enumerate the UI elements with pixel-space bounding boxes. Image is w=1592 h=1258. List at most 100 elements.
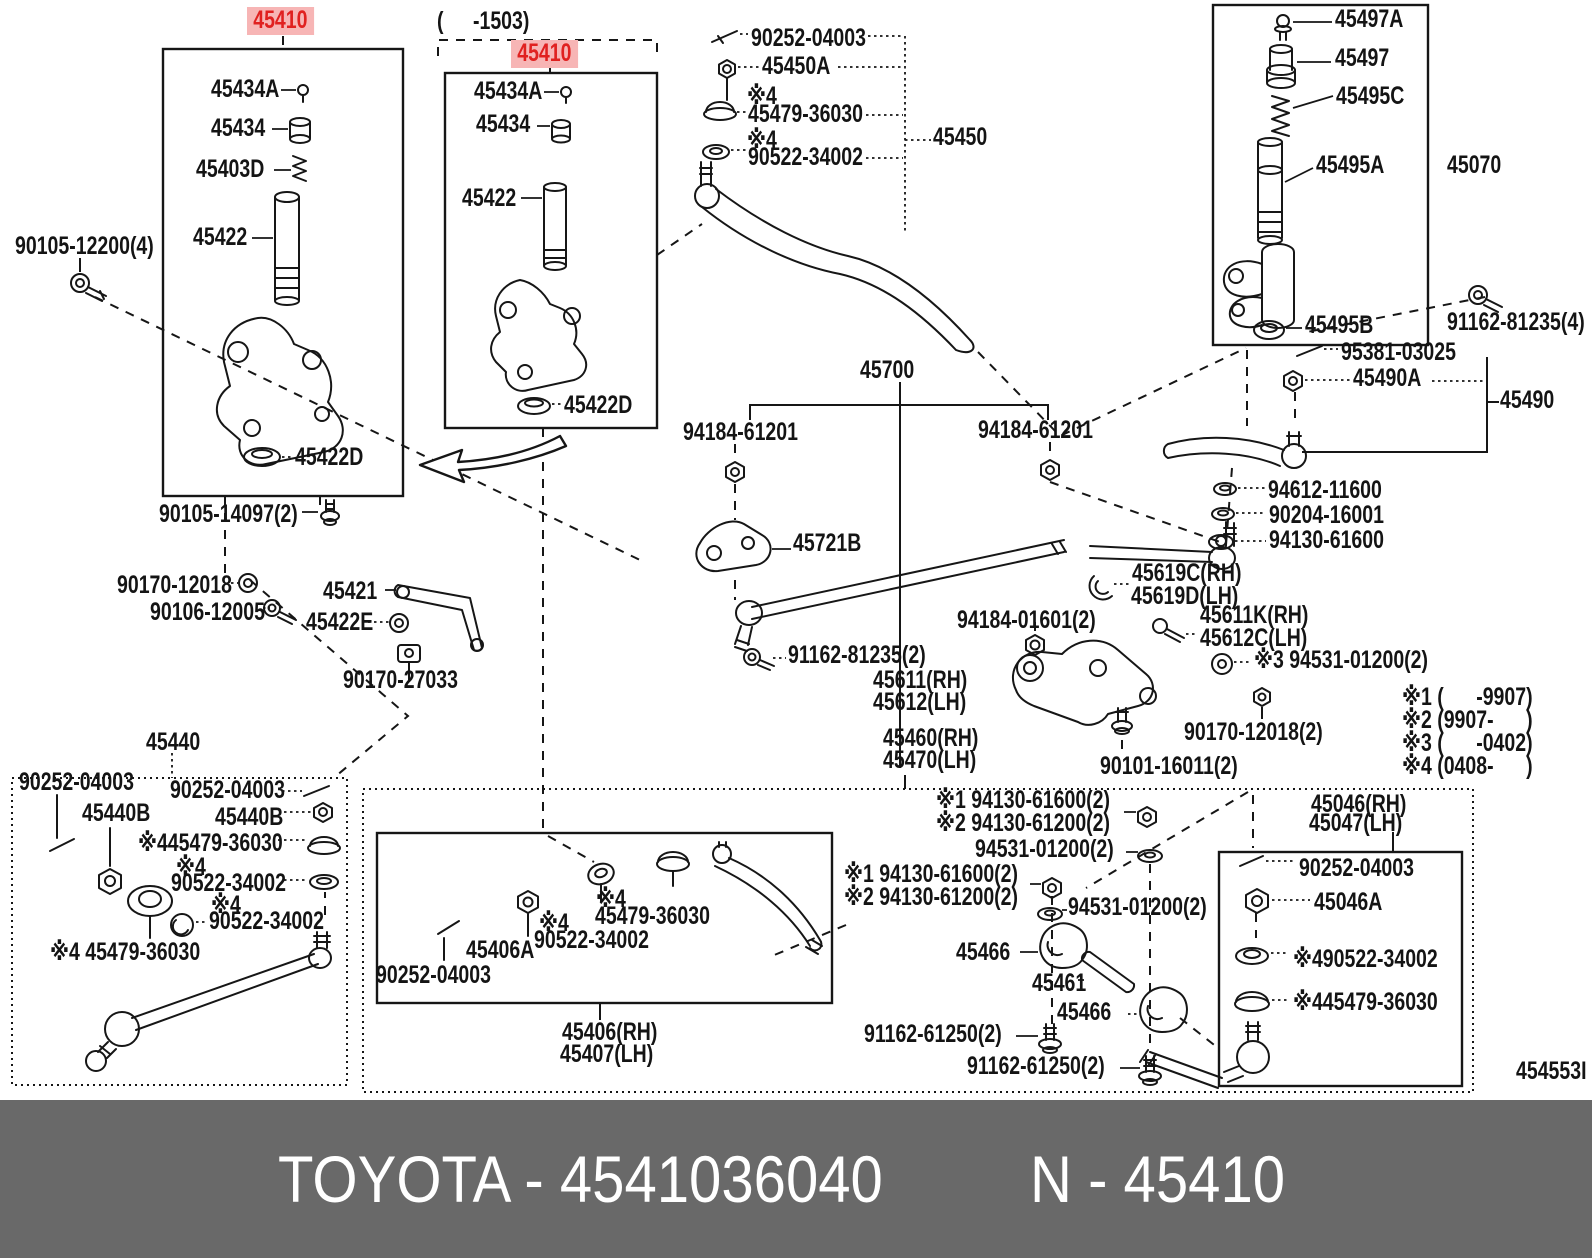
tie-rod-45440-group — [49, 785, 341, 1072]
part-label-45406a: 45406A — [466, 936, 535, 964]
part-label-1503: -1503) — [473, 7, 530, 35]
part-label-94612-11600: 94612-11600 — [1268, 476, 1382, 504]
part-label-90106-12005: 90106-12005 — [150, 598, 265, 626]
pitman-arm-45490 — [1162, 345, 1323, 469]
part-label-2-94130-61200-2: ※2 94130-61200(2) — [936, 809, 1111, 837]
part-label-490522-34002: ※490522-34002 — [1293, 945, 1438, 973]
part-label-91162-81235-2: 91162-81235(2) — [788, 641, 926, 669]
part-label-2-94130-61200-2: ※2 94130-61200(2) — [844, 883, 1019, 911]
part-label-45434: 45434 — [211, 114, 266, 142]
part-label-45406-rh: 45406(RH) — [562, 1018, 658, 1046]
washer-45422E — [389, 613, 409, 633]
part-label-45046-rh: 45046(RH) — [1311, 790, 1407, 818]
part-label-45700: 45700 — [860, 356, 915, 384]
part-label-45440b: 45440B — [82, 799, 151, 827]
part-label-4-0408: ※4 (0408- ) — [1402, 752, 1533, 780]
part-label-45440: 45440 — [146, 728, 201, 756]
bolt-91162-81235-4 — [1468, 285, 1503, 313]
part-label-90170-27033: 90170-27033 — [343, 666, 458, 694]
part-label-90522-34002: 90522-34002 — [171, 869, 286, 897]
part-label-91162-61250-2: 91162-61250(2) — [967, 1052, 1105, 1080]
part-label-91162-81235-4: 91162-81235(4) — [1447, 308, 1585, 336]
part-label-45466: 45466 — [1057, 998, 1112, 1026]
part-label-45619c-rh: 45619C(RH) — [1132, 559, 1242, 587]
part-label-90105-14097-2: 90105-14097(2) — [159, 500, 298, 528]
relay-rod-45406-group — [437, 841, 823, 961]
tie-rod-end-box — [1217, 850, 1464, 1088]
part-label-45466: 45466 — [956, 938, 1011, 966]
part-label-445479-36030: ※445479-36030 — [138, 829, 283, 857]
part-label-45497a: 45497A — [1335, 5, 1404, 33]
part-label-45721b: 45721B — [793, 529, 862, 557]
part-label-94184-61201: 94184-61201 — [683, 418, 798, 446]
part-label-45422d: 45422D — [564, 391, 633, 419]
part-label-: ( — [437, 7, 444, 35]
part-label-45434a: 45434A — [211, 75, 280, 103]
part-label-4: ※4 — [747, 82, 777, 110]
knuckle-box-main — [161, 47, 405, 498]
part-label-94531-01200-2: 94531-01200(2) — [975, 835, 1114, 863]
part-label-45047-lh: 45047(LH) — [1309, 809, 1403, 837]
part-label-45434a: 45434A — [474, 77, 543, 105]
part-label-91162-61250-2: 91162-61250(2) — [864, 1020, 1002, 1048]
bolt-90106-12005 — [263, 599, 297, 625]
part-label-45460-rh: 45460(RH) — [883, 724, 979, 752]
part-label-4: ※4 — [596, 885, 626, 913]
bolt-91162-81235-2 — [743, 648, 775, 671]
footer-bar: TOYOTA - 4541036040 N - 45410 — [0, 1100, 1592, 1258]
part-label-90252-04003: 90252-04003 — [751, 24, 866, 52]
relay-rod-group-box — [362, 788, 1474, 1093]
part-label-90252-04003: 90252-04003 — [19, 768, 134, 796]
part-label-45046a: 45046A — [1314, 888, 1383, 916]
part-label-1-94130-61600-2: ※1 94130-61600(2) — [844, 860, 1019, 888]
part-label-90204-16001: 90204-16001 — [1269, 501, 1384, 529]
part-label-45490: 45490 — [1500, 386, 1555, 414]
part-label-45495b: 45495B — [1305, 311, 1374, 339]
part-label-45422: 45422 — [193, 223, 248, 251]
part-label-45495a: 45495A — [1316, 151, 1385, 179]
part-label-45403d: 45403D — [196, 155, 265, 183]
part-label-45422d: 45422D — [295, 443, 364, 471]
washers-45490-stack — [1208, 482, 1237, 550]
part-label-45422e: 45422E — [306, 608, 374, 636]
part-label-45479-36030: 45479-36030 — [748, 100, 863, 128]
bolt-90105-14097 — [320, 499, 340, 526]
idler-support-45070-group — [1222, 14, 1296, 340]
part-label-45495c: 45495C — [1336, 82, 1405, 110]
part-label-454553i: 454553I — [1516, 1057, 1587, 1085]
part-label-45421: 45421 — [323, 577, 378, 605]
part-label-90522-34002: 90522-34002 — [209, 907, 324, 935]
part-label-45410: 45410 — [511, 40, 578, 68]
part-label-3-0402: ※3 ( -0402) — [1402, 729, 1533, 757]
part-label-1-94130-61600-2: ※1 94130-61600(2) — [936, 786, 1111, 814]
part-label-4-45479-36030: ※4 45479-36030 — [50, 938, 201, 966]
part-label-45450: 45450 — [933, 123, 988, 151]
tie-rod-end-45046-group — [1139, 855, 1270, 1089]
bracket-45721B — [695, 520, 772, 573]
steering-knuckle-assembly-main — [215, 84, 344, 467]
part-label-90252-04003: 90252-04003 — [170, 776, 285, 804]
part-label-45612c-lh: 45612C(LH) — [1200, 624, 1308, 652]
part-label-45490a: 45490A — [1353, 364, 1422, 392]
part-label-3-94531-01200-2: ※3 94531-01200(2) — [1254, 646, 1429, 674]
nut-94184-61201-right — [1040, 459, 1060, 481]
drag-link-45700 — [734, 521, 1237, 652]
part-label-4: ※4 — [539, 909, 569, 937]
part-label-45450a: 45450A — [762, 52, 831, 80]
steering-knuckle-assembly-old — [490, 86, 588, 415]
part-label-90522-34002: 90522-34002 — [534, 926, 649, 954]
part-label-90170-12018-2: 90170-12018(2) — [1184, 718, 1323, 746]
part-label-90252-04003: 90252-04003 — [376, 961, 491, 989]
nut-90170-27033 — [397, 644, 421, 681]
part-label-95381-03025: 95381-03025 — [1341, 338, 1456, 366]
part-label-94184-01601-2: 94184-01601(2) — [957, 606, 1096, 634]
part-label-45070: 45070 — [1447, 151, 1502, 179]
knuckle-arm-45421 — [393, 584, 484, 652]
part-label-90105-12200-4: 90105-12200(4) — [15, 232, 154, 260]
part-label-45619d-lh: 45619D(LH) — [1131, 582, 1239, 610]
part-label-45440b: 45440B — [215, 803, 284, 831]
part-label-94531-01200-2: 94531-01200(2) — [1068, 893, 1207, 921]
part-label-94184-61201: 94184-61201 — [978, 416, 1093, 444]
idler-arm-45611-group — [1011, 575, 1271, 735]
